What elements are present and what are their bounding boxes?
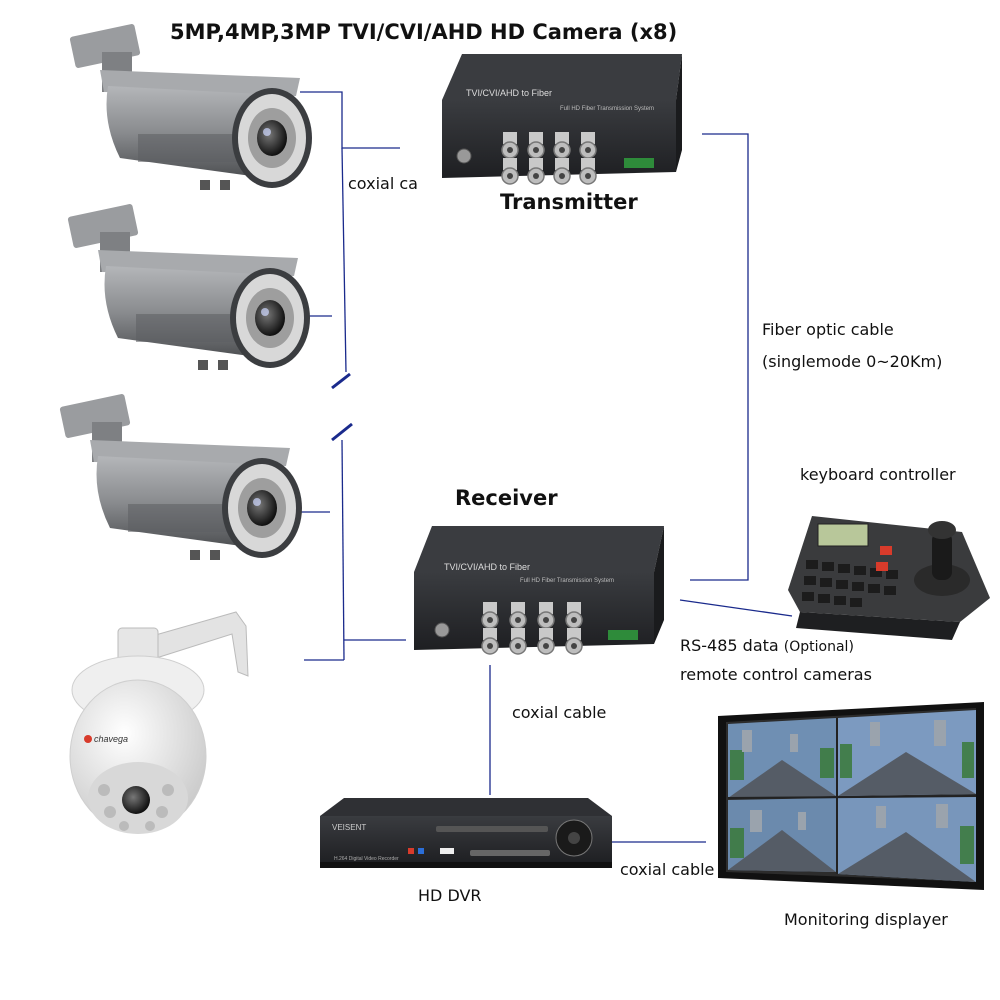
cable-bus-lower (341, 439, 345, 661)
rs485-optional: (Optional) (783, 639, 854, 655)
transmitter-panel-subtitle: Full HD Fiber Transmission System (560, 106, 654, 112)
hd-dvr-icon (320, 798, 612, 868)
keyboard-controller-icon (788, 516, 990, 640)
cable-break-lower (331, 422, 353, 442)
monitor-label: Monitoring displayer (784, 910, 948, 929)
coax-label-middle: coxial cable (512, 703, 607, 722)
ptz-dome-camera-icon (69, 611, 249, 834)
fiber-label-line2: (singlemode 0~20Km) (762, 352, 943, 371)
receiver-label: Receiver (455, 486, 558, 510)
rs485-text: RS-485 data (680, 636, 784, 655)
rs485-label: RS-485 data (Optional) (680, 636, 854, 655)
fiber-label-line1: Fiber optic cable (762, 320, 894, 339)
coax-label-bottom: coxial cable (620, 860, 715, 879)
keyboard-controller-label: keyboard controller (800, 465, 956, 484)
cable-cam1-tx (300, 91, 400, 149)
receiver-panel-subtitle: Full HD Fiber Transmission System (520, 578, 614, 584)
fiber-optic-line (690, 133, 749, 581)
transmitter-label: Transmitter (500, 190, 638, 214)
cable-rs485 (679, 599, 793, 617)
dvr-brand: VEISENT (332, 823, 366, 832)
dome-brand: chavega (94, 734, 128, 744)
dvr-model: H.264 Digital Video Recorder (334, 856, 399, 862)
receiver-panel-title: TVI/CVI/AHD to Fiber (444, 562, 530, 572)
coax-label-top: coxial ca (348, 174, 418, 193)
cable-bus-upper (341, 147, 347, 373)
dvr-label: HD DVR (418, 886, 482, 905)
monitoring-display-icon (718, 702, 984, 890)
transmitter-panel-title: TVI/CVI/AHD to Fiber (466, 88, 552, 98)
cable-lines (290, 91, 793, 843)
transmitter-device-icon (442, 54, 682, 185)
remote-control-label: remote control cameras (680, 665, 872, 684)
cable-break-upper (331, 372, 351, 390)
receiver-device-icon (414, 526, 664, 655)
diagram-title: 5MP,4MP,3MP TVI/CVI/AHD HD Camera (x8) (170, 20, 678, 44)
